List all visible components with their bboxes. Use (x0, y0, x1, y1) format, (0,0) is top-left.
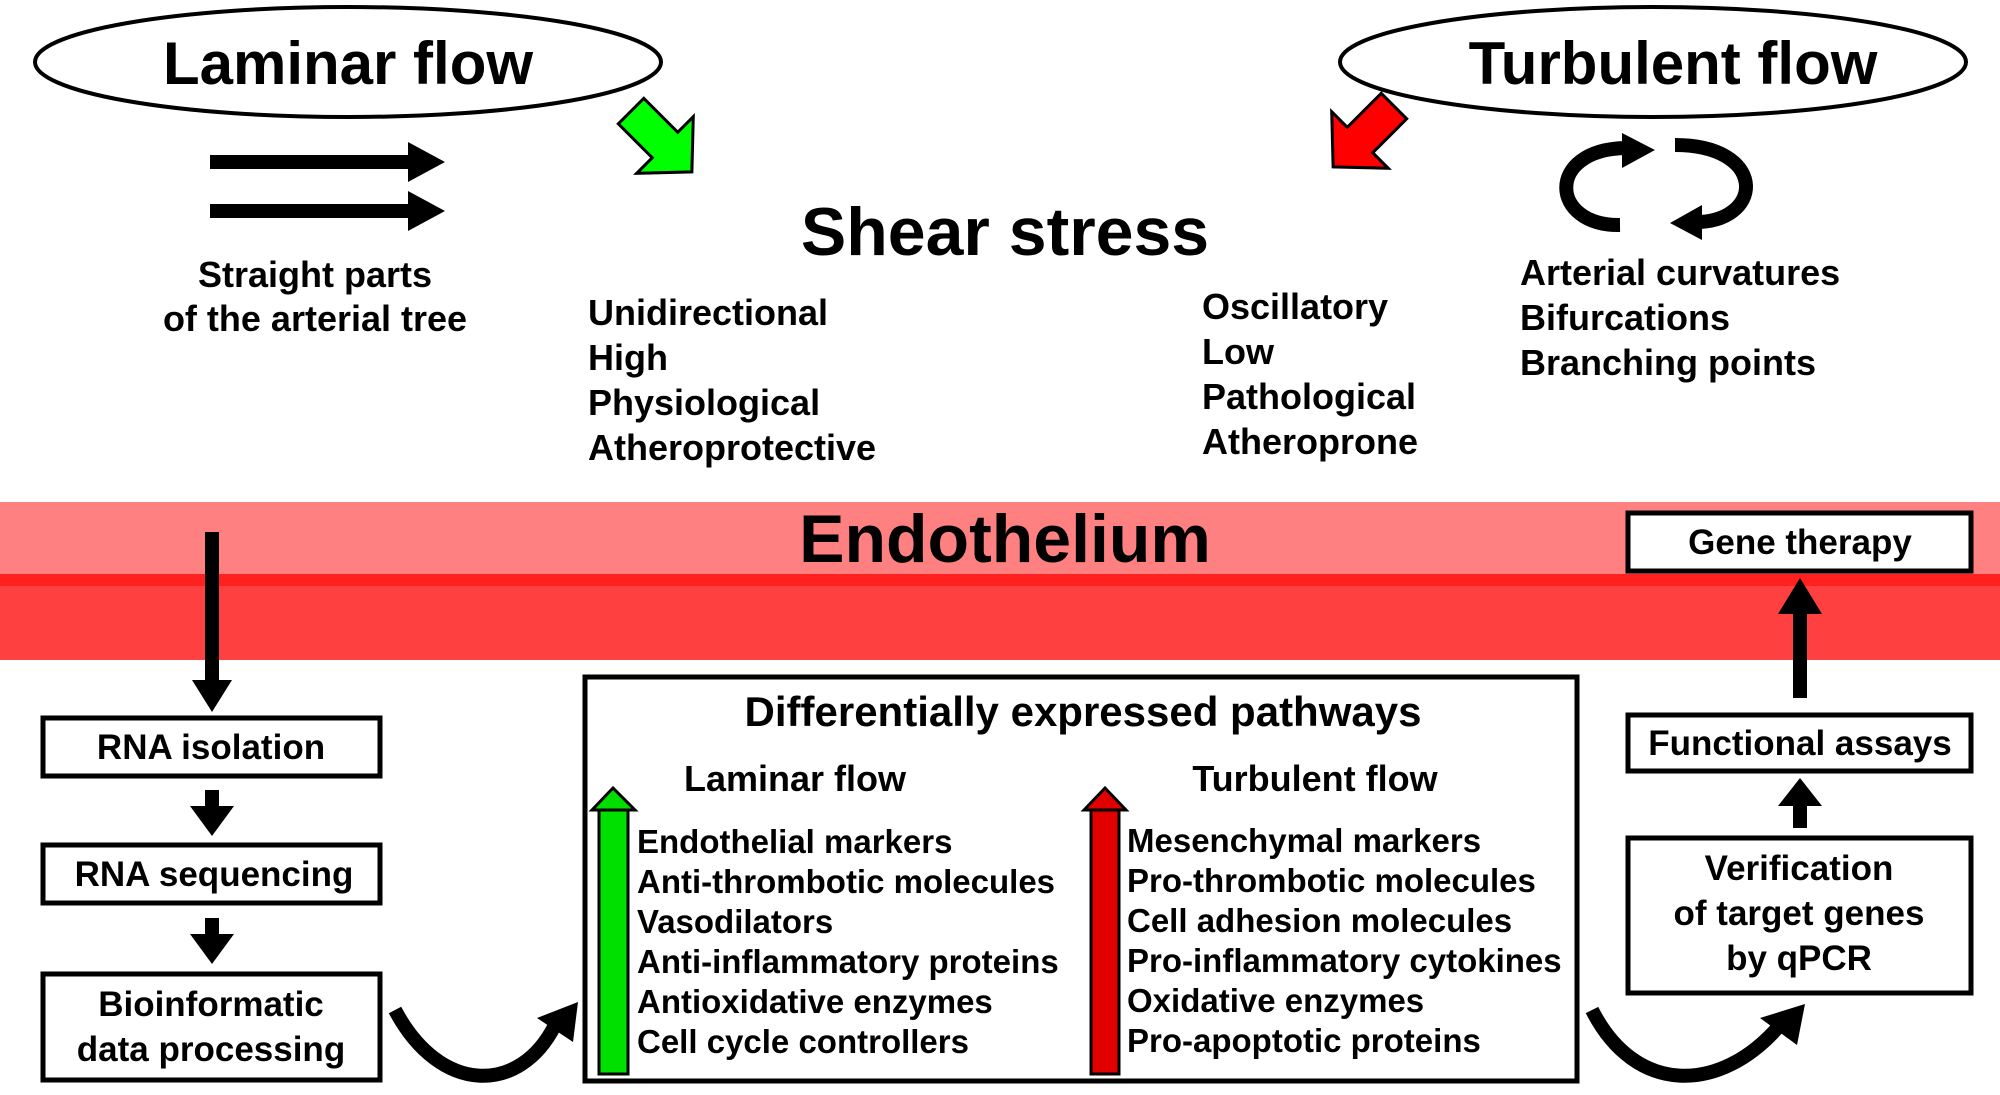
arrow-up-icon (1778, 778, 1822, 828)
endothelium-band-dark (0, 574, 2000, 660)
rna-sequencing-label: RNA sequencing (75, 855, 354, 894)
laminar-property: High (588, 337, 668, 378)
endothelium-label: Endothelium (799, 501, 1211, 577)
turbulent-flow-title: Turbulent flow (1469, 30, 1878, 97)
pathways-box (582, 674, 1580, 1084)
rna-sequencing-box (40, 842, 383, 906)
turbulent-property: Atheroprone (1202, 421, 1418, 462)
turbulent-property: Oscillatory (1202, 286, 1388, 327)
turbulent-property: Pathological (1202, 376, 1416, 417)
laminar-flow-title: Laminar flow (163, 30, 533, 97)
red-up-arrow-icon (1080, 785, 1130, 1076)
verification-box (1625, 835, 1974, 996)
laminar-arrows-icon (210, 142, 445, 231)
rotation-icon (1559, 133, 1753, 240)
functional-assays-box (1625, 712, 1974, 774)
turbulent-property: Low (1202, 331, 1275, 372)
endothelium-line (0, 574, 2000, 586)
turbulent-location-line: Branching points (1520, 342, 1816, 383)
pathways-laminar-header: Laminar flow (684, 758, 907, 799)
functional-assays-label: Functional assays (1648, 724, 1951, 763)
laminar-property: Physiological (588, 382, 820, 423)
turbulent-flow-ellipse (1338, 5, 1968, 119)
verification-label-line-3: by qPCR (1726, 939, 1872, 978)
laminar-property: Unidirectional (588, 292, 828, 333)
turbulent-pathway-item: Pro-thrombotic molecules (1127, 862, 1536, 899)
rna-isolation-box (40, 715, 383, 779)
bioinformatic-label-line-1: Bioinformatic (98, 985, 324, 1024)
arrow-down-icon (190, 790, 234, 836)
bioinformatic-box (40, 971, 383, 1083)
laminar-flow-ellipse (33, 5, 663, 119)
laminar-pathway-item: Endothelial markers (637, 823, 952, 860)
turbulent-location-line: Bifurcations (1520, 297, 1730, 338)
laminar-property: Atheroprotective (588, 427, 876, 468)
red-arrow-icon (1330, 91, 1409, 170)
turbulent-pathway-item: Pro-apoptotic proteins (1127, 1022, 1481, 1059)
turbulent-pathway-item: Cell adhesion molecules (1127, 902, 1512, 939)
arrow-up-icon (1778, 578, 1822, 698)
verification-label-line-2: of target genes (1674, 894, 1925, 933)
curved-arrow-icon (1585, 1004, 1805, 1083)
laminar-pathway-item: Anti-thrombotic molecules (637, 863, 1055, 900)
arrow-down-icon (192, 532, 232, 712)
green-up-arrow-icon (588, 785, 639, 1076)
verification-label-line-1: Verification (1705, 849, 1894, 888)
pathways-turbulent-header: Turbulent flow (1192, 758, 1438, 799)
turbulent-pathway-item: Mesenchymal markers (1127, 822, 1481, 859)
laminar-pathway-item: Antioxidative enzymes (637, 983, 993, 1020)
turbulent-location-line: Arterial curvatures (1520, 252, 1840, 293)
rna-isolation-label: RNA isolation (97, 728, 325, 767)
laminar-location-line-1: Straight parts (198, 254, 432, 295)
laminar-pathway-item: Anti-inflammatory proteins (637, 943, 1059, 980)
curved-arrow-icon (388, 1002, 578, 1083)
bioinformatic-label-line-2: data processing (77, 1030, 345, 1069)
arrow-down-icon (190, 918, 234, 964)
green-arrow-icon (616, 96, 695, 175)
laminar-pathway-item: Vasodilators (637, 903, 833, 940)
gene-therapy-label: Gene therapy (1688, 523, 1912, 562)
shear-stress-title: Shear stress (801, 194, 1209, 270)
pathways-title: Differentially expressed pathways (745, 688, 1422, 735)
turbulent-pathway-item: Oxidative enzymes (1127, 982, 1424, 1019)
turbulent-pathway-item: Pro-inflammatory cytokines (1127, 942, 1562, 979)
gene-therapy-box (1625, 510, 1974, 574)
laminar-pathway-item: Cell cycle controllers (637, 1023, 969, 1060)
laminar-location-line-2: of the arterial tree (163, 298, 467, 339)
